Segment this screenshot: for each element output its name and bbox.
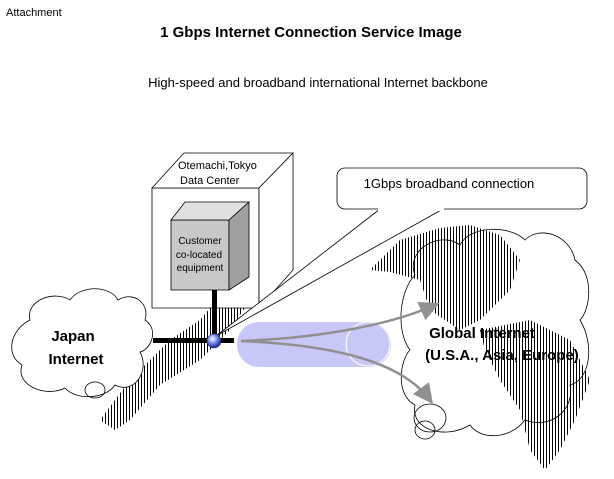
equipment-line1: Customer xyxy=(178,236,222,247)
equipment-line3: equipment xyxy=(177,263,224,274)
page-subtitle: High-speed and broadband international I… xyxy=(148,75,488,90)
network-node-icon xyxy=(206,333,222,349)
arrow-to-south-america xyxy=(240,339,434,404)
data-center-line2: Data Center xyxy=(180,175,240,187)
callout-text: 1Gbps broadband connection xyxy=(364,176,535,191)
attachment-label: Attachment xyxy=(6,7,62,19)
japan-cloud-line1: Japan xyxy=(51,328,94,345)
customer-equipment-box: Customer co-located equipment xyxy=(170,201,251,291)
equipment-line2: co-located xyxy=(176,250,222,261)
arrow-to-north-america xyxy=(240,301,440,343)
uplink-pole xyxy=(212,290,217,340)
data-center-line1: Otemachi,Tokyo xyxy=(178,160,257,172)
island-outline-icon xyxy=(84,381,106,399)
backbone-line xyxy=(153,338,234,343)
bandwidth-callout: 1Gbps broadband connection xyxy=(215,167,588,337)
global-cloud-line1: Global Internet xyxy=(429,325,535,342)
global-cloud-line2: (U.S.A., Asia, Europe) xyxy=(425,347,579,364)
japan-internet-cloud: Japan Internet xyxy=(11,288,154,399)
global-internet-cloud: Global Internet (U.S.A., Asia, Europe) xyxy=(400,228,590,440)
japan-cloud-line2: Internet xyxy=(48,351,103,368)
page-title: 1 Gbps Internet Connection Service Image xyxy=(160,24,462,41)
